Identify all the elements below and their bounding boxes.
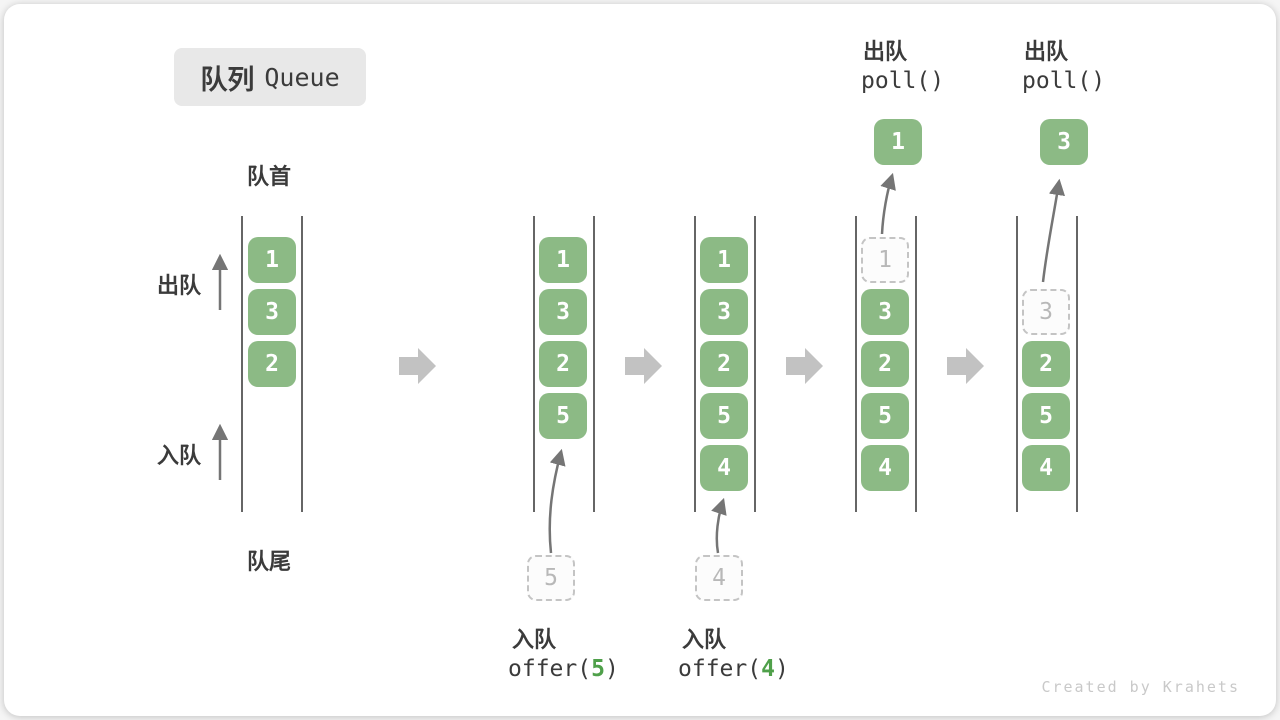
out-item-box: 3 [1040,119,1088,165]
arrows-layer [211,172,1066,554]
queue-item-box: 4 [1022,445,1070,491]
queue-item-box: 5 [1022,393,1070,439]
op-caption-label: 入队 [682,627,727,652]
code-arg: 4 [761,656,775,682]
enqueue-curved-arrow-icon [548,448,566,554]
enqueue-label: 入队 [157,443,202,468]
op-caption-code: poll() [861,68,945,94]
column-line [855,216,857,512]
code-fn-close: ) [774,656,789,682]
block-arrow-icon [399,348,436,384]
dequeue-curved-arrow-icon [1041,178,1066,283]
removed-item-box: 1 [861,237,909,283]
op-caption-code: offer(4) [678,656,789,682]
removed-item-box: 3 [1022,289,1070,335]
column-line [915,216,917,512]
code-fn: offer( [678,656,762,682]
column-line [754,216,756,512]
queue-item-box: 4 [700,445,748,491]
title-en: Queue [264,62,340,92]
queue-item-box: 2 [539,341,587,387]
queue-item-box: 2 [248,341,296,387]
column-line [1016,216,1018,512]
front-label: 队首 [247,164,292,189]
op-caption-code: poll() [1022,68,1106,94]
block-arrow-icon [947,348,984,384]
column-line [533,216,535,512]
queue-item-box: 3 [861,289,909,335]
incoming-item-box: 4 [695,555,743,601]
code-fn: offer( [508,656,592,682]
out-item-box: 1 [874,119,922,165]
block-arrow-icon [786,348,823,384]
queue-item-box: 1 [539,237,587,283]
dequeue-label: 出队 [157,273,202,298]
queue-item-box: 2 [1022,341,1070,387]
code-fn-close: ) [604,656,619,682]
column-line [301,216,303,512]
queue-item-box: 2 [700,341,748,387]
queue-item-box: 2 [861,341,909,387]
queue-item-box: 3 [248,289,296,335]
queue-item-box: 1 [248,237,296,283]
column-line [1076,216,1078,512]
code-arg: 5 [591,656,605,682]
dequeue-curved-arrow-icon [880,172,896,235]
column-line [593,216,595,512]
queue-item-box: 5 [700,393,748,439]
queue-item-box: 1 [700,237,748,283]
op-caption-label: 入队 [512,627,557,652]
column-line [694,216,696,512]
watermark: Created by Krahets [1041,678,1240,696]
enqueue-curved-arrow-icon [711,497,727,554]
column-line [241,216,243,512]
incoming-item-box: 5 [527,555,575,601]
title-zh: 队列 [200,64,255,95]
rear-label: 队尾 [247,549,292,574]
queue-item-box: 4 [861,445,909,491]
op-caption-label: 出队 [1024,39,1069,64]
op-caption-label: 出队 [863,39,908,64]
op-caption-code: offer(5) [508,656,619,682]
queue-item-box: 3 [539,289,587,335]
queue-item-box: 5 [539,393,587,439]
title-badge: 队列 Queue [174,48,366,106]
queue-diagram-card: 队列 Queue 队首 队尾 出队 入队 1 3 2 [4,4,1276,716]
block-arrow-icon [625,348,662,384]
queue-item-box: 3 [700,289,748,335]
queue-item-box: 5 [861,393,909,439]
